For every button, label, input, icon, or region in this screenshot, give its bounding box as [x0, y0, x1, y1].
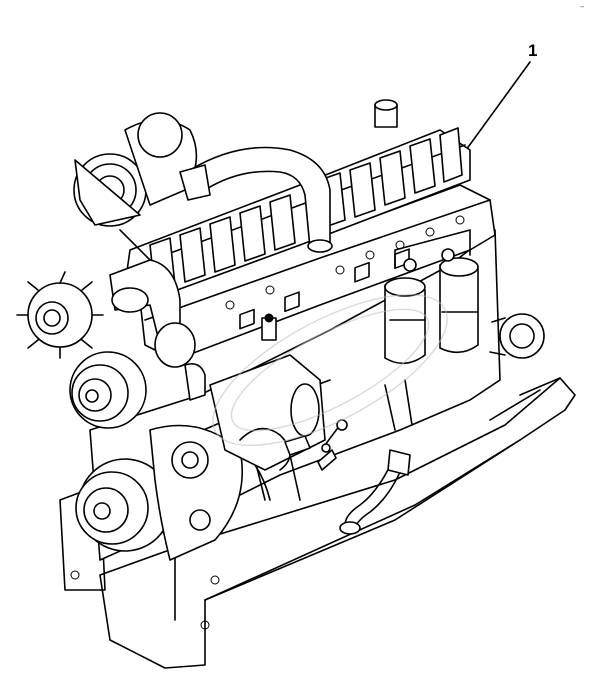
- intake-elbow: [109, 259, 196, 368]
- crank-pulley: [75, 458, 172, 552]
- oil-filter: [489, 313, 545, 359]
- callout-label: 1: [528, 41, 537, 60]
- fuel-filters: [384, 229, 479, 365]
- alternator: [16, 271, 104, 359]
- idler-pulley: [69, 351, 147, 429]
- callout-leader-line: [465, 61, 531, 151]
- turbocharger: [73, 112, 198, 281]
- corner-mark: –: [580, 2, 585, 12]
- oil-filler-cap: [374, 99, 398, 128]
- breather-tube: [339, 449, 411, 535]
- head-bolts: [225, 215, 465, 310]
- alternator-fan: [16, 271, 104, 359]
- watermark: [212, 293, 448, 447]
- callout-1: 1: [465, 41, 537, 151]
- timing-cover: [149, 424, 243, 561]
- charge-air-pipe: [179, 146, 333, 253]
- oil-pan: [59, 377, 576, 669]
